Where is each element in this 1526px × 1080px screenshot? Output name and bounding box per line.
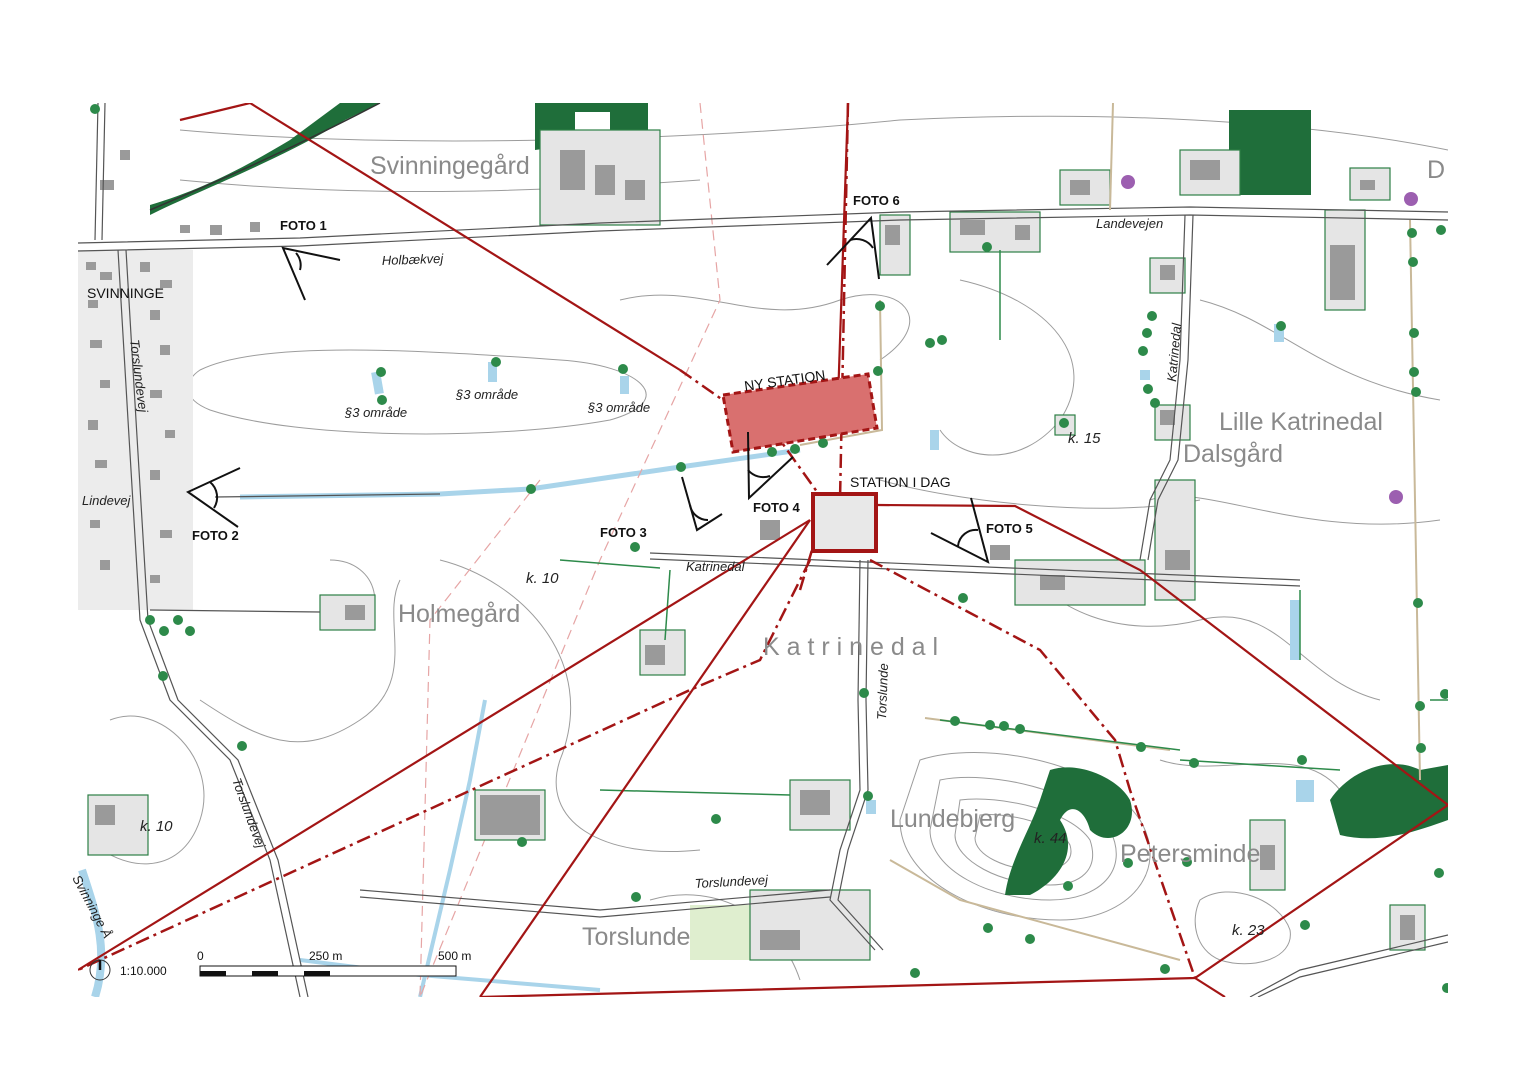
place-d-cut: D (1427, 156, 1445, 184)
road-holbaekvej: Holbækvej (382, 251, 445, 268)
existing-station (811, 492, 878, 553)
photo-label-5: FOTO 5 (986, 521, 1033, 536)
protected-area-label-1: §3 område (344, 405, 407, 420)
place-torslunde: Torslunde (582, 923, 690, 951)
elevation-label: k. 44 (1034, 830, 1067, 847)
place-lundebjerg: Lundebjerg (890, 805, 1015, 833)
protected-area-label-3: §3 område (587, 400, 650, 415)
ponds (371, 324, 1314, 814)
light-green-area (690, 905, 750, 960)
place-dalsgaard: Dalsgård (1183, 440, 1283, 468)
place-svinningegaard: Svinningegård (370, 152, 530, 180)
place-petersminde: Petersminde (1120, 840, 1260, 868)
photo-label-1: FOTO 1 (280, 218, 327, 233)
photo-label-3: FOTO 3 (600, 525, 647, 540)
photo-label-2: FOTO 2 (192, 528, 239, 543)
existing-station-label: STATION I DAG (850, 474, 951, 490)
road-katrinedal-vertical: Katrinedal (1164, 322, 1184, 383)
buildings (87, 129, 1426, 961)
new-station-area (721, 372, 879, 454)
scale-bar: 1:10.000 0 250 m 500 m (89, 949, 471, 981)
trees (90, 104, 1448, 993)
boundary-lines (419, 103, 721, 997)
place-katrinedal: K a t r i n e d a l (763, 633, 938, 661)
road-torslunde: Torslunde (874, 663, 891, 720)
photo-view-angles (186, 215, 990, 564)
photo-label-4: FOTO 4 (753, 500, 800, 515)
place-svinninge: SVINNINGE (87, 285, 164, 301)
elevation-label: k. 23 (1232, 922, 1265, 939)
scale-ratio: 1:10.000 (120, 964, 167, 978)
special-trees (1121, 175, 1418, 504)
elevation-label: k. 10 (526, 570, 559, 587)
road-lindevej: Lindevej (82, 493, 132, 508)
scale-segment (252, 971, 278, 976)
road-landevejen: Landevejen (1096, 216, 1163, 231)
scale-segment (200, 971, 226, 976)
elevation-label: k. 10 (140, 818, 173, 835)
place-holmegaard: Holmegård (398, 600, 520, 628)
elevation-label: k. 15 (1068, 430, 1101, 447)
scale-label-250: 250 m (309, 949, 342, 963)
scale-segment (304, 971, 330, 976)
photo-label-6: FOTO 6 (853, 193, 900, 208)
scale-label-0: 0 (197, 949, 204, 963)
protected-area-label-2: §3 område (455, 387, 518, 402)
roads (78, 103, 1448, 997)
road-katrinedal: Katrinedal (686, 559, 746, 574)
road-torslundevej-south: Torslundevej (694, 872, 769, 891)
place-lille-katrinedal: Lille Katrinedal (1219, 408, 1383, 436)
scale-label-500: 500 m (438, 949, 471, 963)
railway (149, 103, 381, 211)
